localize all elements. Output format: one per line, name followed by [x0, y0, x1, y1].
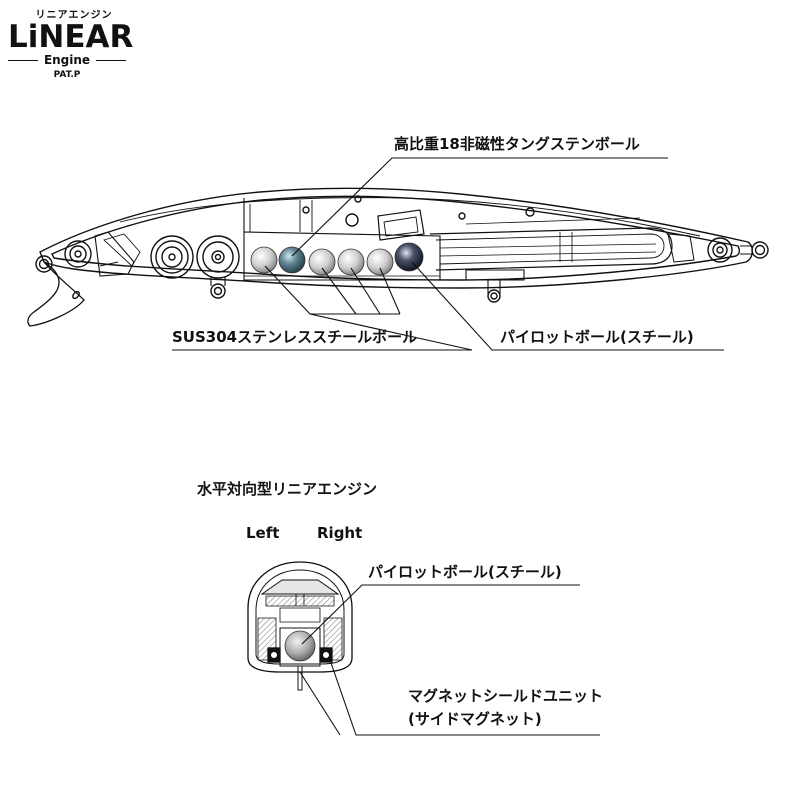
- tungsten-ball: [278, 246, 306, 274]
- lure-body: [27, 187, 769, 327]
- label-tungsten-ball: 高比重18非磁性タングステンボール: [394, 135, 640, 153]
- logo-name: LiNEAR: [8, 19, 134, 55]
- steel-ball-2: [308, 248, 336, 276]
- logo-pat: PAT.P: [53, 70, 81, 80]
- ball-row: [250, 242, 424, 276]
- pilot-ball: [394, 242, 424, 272]
- left-label: Left: [246, 524, 280, 542]
- logo-kana: リニアエンジン: [35, 10, 113, 21]
- top-leader-lines: [172, 157, 724, 351]
- label-pilot-ball: パイロットボール(スチール): [500, 328, 694, 346]
- label-pilot-ball-bottom: パイロットボール(スチール): [368, 563, 562, 581]
- linear-engine-logo: リニアエンジン LiNEAR Engine PAT.P: [8, 6, 134, 80]
- bottom-leader-lines: [299, 584, 600, 736]
- label-side-magnet: (サイドマグネット): [408, 710, 542, 728]
- steel-ball-4: [366, 248, 394, 276]
- logo-sub: Engine: [8, 53, 126, 67]
- steel-ball-3: [337, 248, 365, 276]
- cross-section: [247, 561, 353, 691]
- right-label: Right: [317, 524, 363, 542]
- bottom-title: 水平対向型リニアエンジン: [197, 480, 378, 498]
- label-sus-ball: SUS304ステンレススチールボール: [172, 328, 418, 346]
- label-magnet-unit: マグネットシールドユニット: [408, 687, 604, 705]
- steel-ball-1: [250, 246, 278, 274]
